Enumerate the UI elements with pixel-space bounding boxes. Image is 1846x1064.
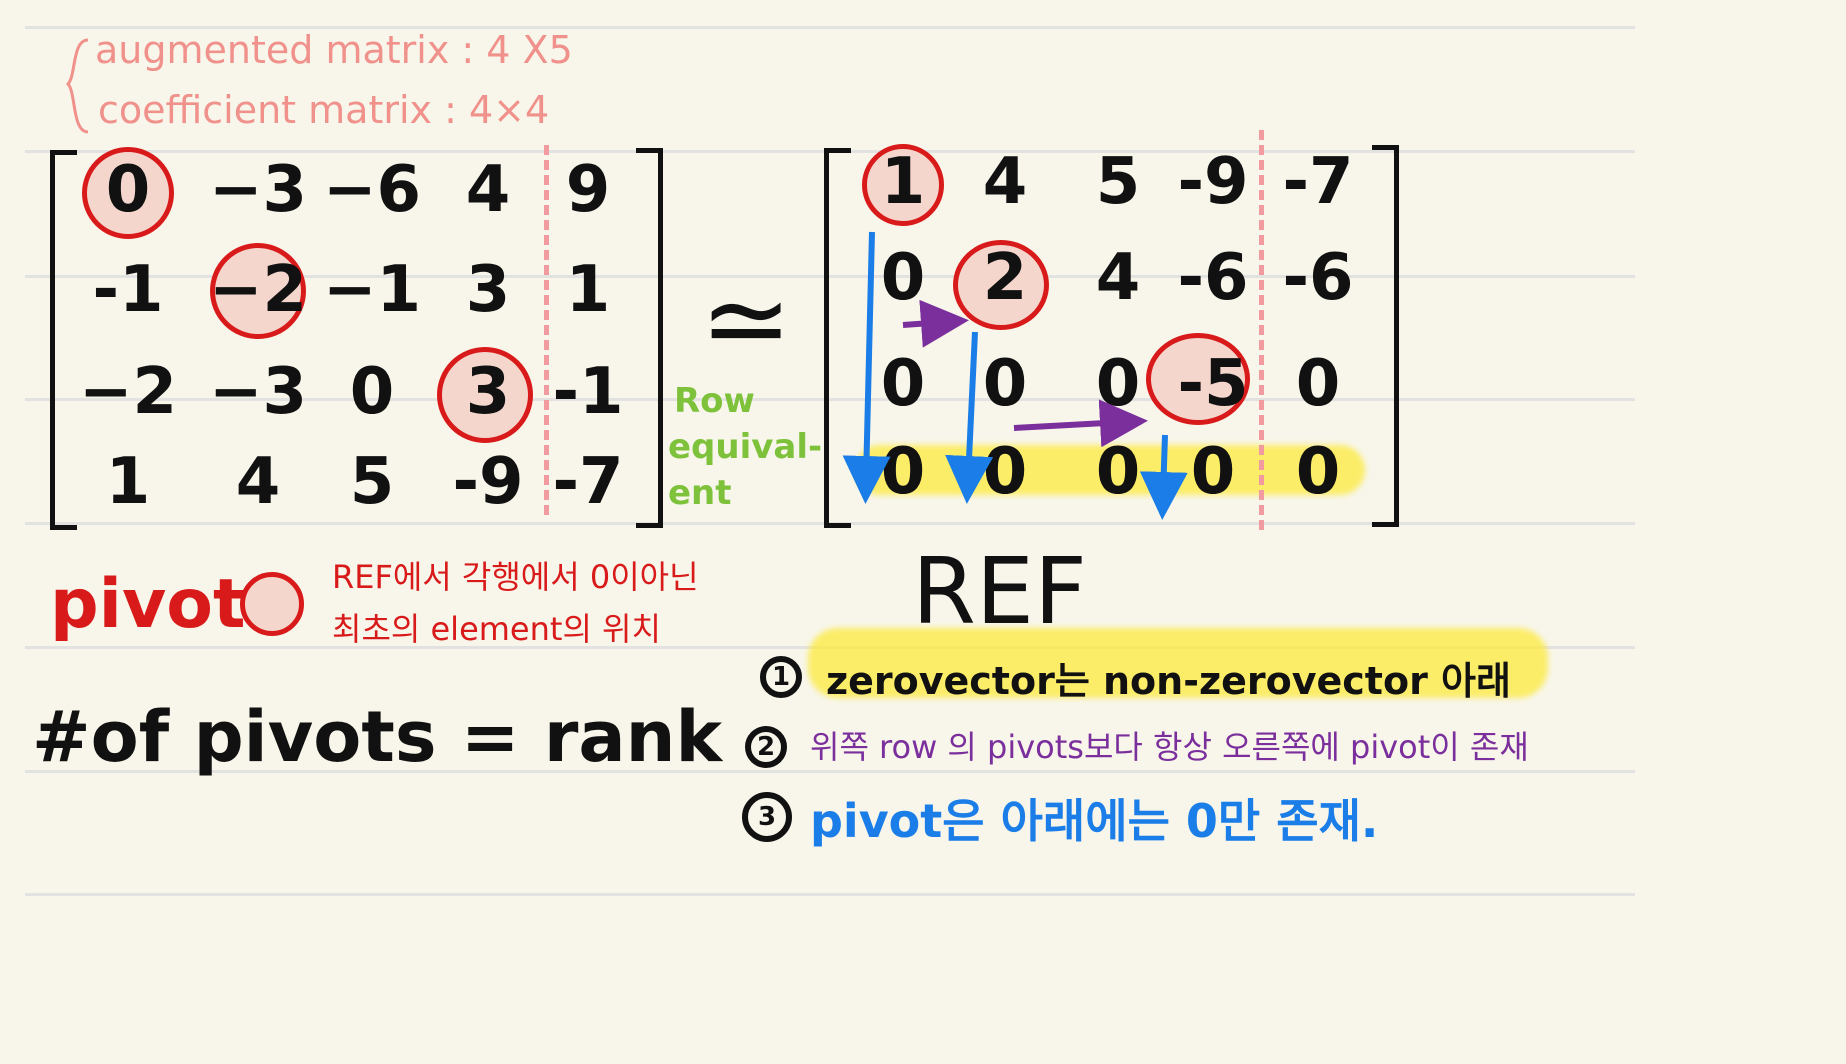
pivot-definition-line1: REF에서 각행에서 0이아닌 [332, 558, 699, 596]
matrix-entry: -9 [452, 445, 524, 519]
matrix-entry: 3 [465, 355, 511, 429]
matrix-entry: 2 [982, 241, 1028, 315]
pivot-definition-line2: 최초의 element의 위치 [332, 610, 661, 648]
augmented-matrix-note: augmented matrix : 4 X5 [95, 28, 573, 72]
matrix-entry: 0 [1190, 435, 1236, 509]
matrix-entry: 0 [880, 241, 926, 315]
matrix-entry: 0 [1295, 347, 1341, 421]
matrix-entry: 0 [105, 153, 151, 227]
matrix-entry: 9 [565, 153, 611, 227]
purple-arrow-right [902, 299, 969, 348]
pivot-marker [953, 240, 1049, 330]
matrix-entry: 0 [1095, 435, 1141, 509]
highlight-zero-row [855, 445, 1365, 495]
rule-2-text: 위쪽 row 의 pivots보다 항상 오른쪽에 pivot이 존재 [810, 728, 1529, 766]
matrix-entry: -7 [552, 445, 624, 519]
pivot-label: pivot [50, 565, 246, 644]
ruled-line [25, 770, 1635, 773]
blue-arrow-down [842, 231, 891, 504]
matrix-entry: −1 [322, 253, 422, 327]
rule-3-text: pivot은 아래에는 0만 존재. [810, 794, 1379, 848]
right-bracket [1372, 145, 1399, 527]
curly-brace [65, 38, 89, 134]
ruled-line [25, 398, 1635, 401]
blue-arrow-down [1139, 434, 1188, 520]
ruled-line [25, 275, 1635, 278]
matrix-entry: 1 [105, 445, 151, 519]
matrix-entry: −3 [208, 153, 308, 227]
augmented-divider [1259, 130, 1264, 530]
pivot-legend-marker [240, 572, 304, 636]
equivalence-symbol: ≃ [700, 255, 793, 383]
left-bracket [824, 148, 851, 528]
rule-1-text: zerovector는 non-zerovector 아래 [826, 659, 1511, 703]
rule-number-3: 3 [742, 792, 792, 842]
ref-title: REF [912, 538, 1087, 645]
ruled-line [25, 893, 1635, 896]
pivot-marker [1146, 333, 1250, 425]
right-bracket [636, 148, 663, 528]
row-label-line2: equival- [668, 427, 823, 467]
matrix-entry: 4 [982, 145, 1028, 219]
matrix-entry: 1 [880, 145, 926, 219]
matrix-entry: 0 [880, 347, 926, 421]
matrix-entry: 4 [1095, 241, 1141, 315]
coefficient-matrix-note: coefficient matrix : 4×4 [98, 88, 550, 132]
row-label-line1: Row [674, 381, 755, 421]
matrix-entry: −6 [322, 153, 422, 227]
matrix-entry: −2 [208, 253, 308, 327]
matrix-entry: 5 [1095, 145, 1141, 219]
matrix-entry: 0 [349, 355, 395, 429]
matrix-entry: -6 [1177, 241, 1249, 315]
matrix-entry: 4 [235, 445, 281, 519]
purple-arrow-right [1013, 399, 1148, 448]
matrix-entry: -7 [1282, 145, 1354, 219]
row-label-line3: ent [668, 473, 732, 513]
pivot-marker [82, 147, 174, 239]
left-bracket [50, 150, 77, 530]
matrix-entry: 1 [565, 253, 611, 327]
matrix-entry: −3 [208, 355, 308, 429]
highlight-rule-1 [808, 628, 1548, 698]
ruled-line [25, 26, 1635, 29]
matrix-entry: 0 [982, 347, 1028, 421]
matrix-entry: -6 [1282, 241, 1354, 315]
matrix-entry: 0 [1295, 435, 1341, 509]
rule-number-2: 2 [745, 726, 787, 768]
matrix-entry: -9 [1177, 145, 1249, 219]
blue-arrow-down [945, 331, 994, 504]
rule-number-1: 1 [760, 656, 802, 698]
augmented-divider [544, 145, 549, 515]
matrix-entry: -5 [1177, 347, 1249, 421]
row-equivalent-label: Row equival- ent [668, 378, 822, 516]
rank-equation: #of pivots = rank [32, 696, 723, 778]
matrix-entry: −2 [78, 355, 178, 429]
pivot-marker [862, 144, 944, 226]
pivot-marker [210, 243, 306, 339]
matrix-entry: 3 [465, 253, 511, 327]
matrix-entry: -1 [552, 355, 624, 429]
matrix-entry: 4 [465, 153, 511, 227]
matrix-entry: -1 [92, 253, 164, 327]
matrix-entry: 5 [349, 445, 395, 519]
pivot-marker [437, 347, 533, 443]
